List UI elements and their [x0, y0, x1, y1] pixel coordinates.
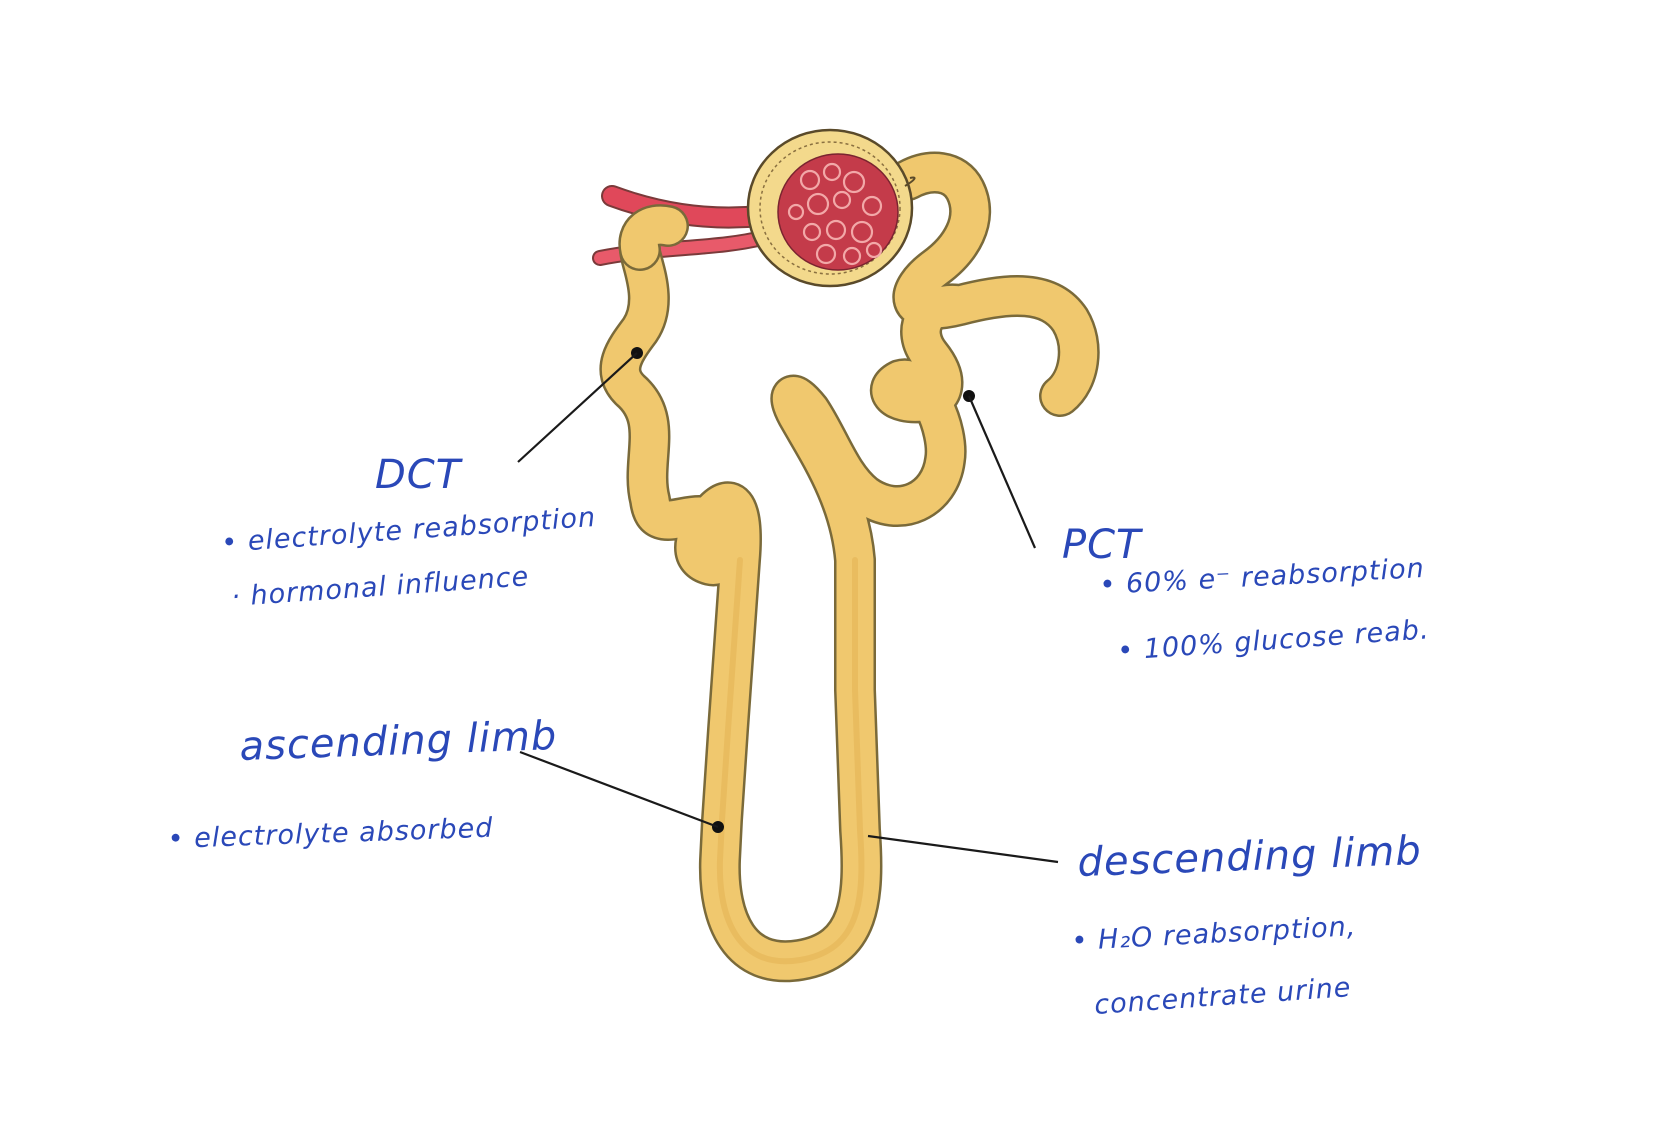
descending-bullet-2: concentrate urine — [1093, 972, 1352, 1021]
pct-title: PCT — [1062, 522, 1144, 568]
renal-corpuscle — [746, 128, 916, 288]
pct-bullet-2: • 100% glucose reab. — [1116, 614, 1430, 667]
ascending-bullet-1: • electrolyte absorbed — [167, 813, 494, 855]
dct-title: DCT — [375, 452, 464, 498]
descending-bullet-1: • H₂O reabsorption, — [1071, 911, 1357, 957]
dct-bullet-1: • electrolyte reabsorption — [220, 502, 597, 559]
leader-lines — [517, 347, 1059, 864]
pct-leader — [967, 395, 1037, 549]
ascending-leader — [519, 750, 719, 829]
ascending-annotation: ascending limb • electrolyte absorbed — [167, 713, 558, 855]
descending-title: descending limb — [1077, 828, 1423, 886]
pct-bullet-1: • 60% e⁻ reabsorption — [1099, 553, 1426, 601]
renal-tubule — [599, 151, 1100, 983]
descending-annotation: descending limb • H₂O reabsorption, conc… — [1071, 828, 1423, 1021]
dct-bullet-2: · hormonal influence — [230, 561, 530, 613]
dct-leader — [517, 352, 638, 463]
dct-annotation: DCT • electrolyte reabsorption · hormona… — [220, 452, 597, 613]
pct-annotation: PCT • 60% e⁻ reabsorption • 100% glucose… — [1062, 522, 1430, 667]
descending-leader — [867, 834, 1059, 864]
ascending-title: ascending limb — [239, 713, 558, 770]
